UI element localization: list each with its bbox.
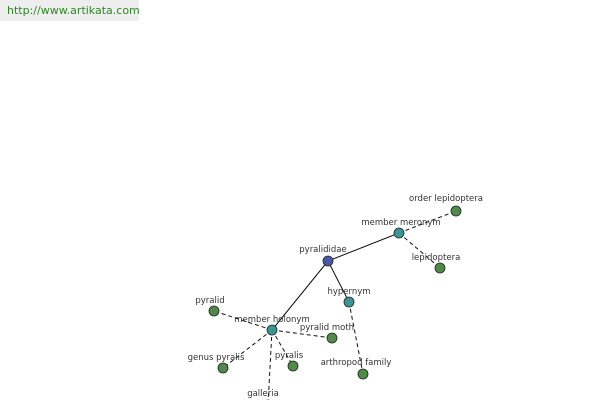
node-lepidoptera[interactable]: lepidoptera (412, 253, 461, 274)
node-hypernym[interactable]: hypernym (327, 287, 371, 308)
node-order-lepidoptera[interactable]: order lepidoptera (409, 194, 483, 217)
node-marker-genus-pyralis[interactable] (217, 362, 229, 374)
edge-hypernym-to-arthropod-family (348, 301, 364, 375)
edge-pyralididae-to-member-holonym (271, 260, 329, 331)
node-arthropod-family[interactable]: arthropod family (321, 358, 392, 380)
edge-member-holonym-to-galleria (267, 329, 273, 400)
node-label-genus-pyralis: genus pyralis (188, 353, 245, 363)
node-label-order-lepidoptera: order lepidoptera (409, 194, 483, 204)
node-label-member-holonym: member holonym (234, 315, 309, 325)
node-label-member-meronym: member meronym (361, 218, 440, 228)
edge-member-holonym-to-pyralid-moth (271, 329, 333, 339)
edges-layer (213, 210, 457, 400)
node-marker-lepidoptera[interactable] (434, 262, 446, 274)
node-marker-pyralid[interactable] (208, 305, 220, 317)
node-marker-pyralididae[interactable] (322, 255, 334, 267)
node-marker-member-holonym[interactable] (266, 324, 278, 336)
node-pyralididae[interactable]: pyralididae (299, 245, 347, 267)
node-label-pyralid: pyralid (195, 296, 224, 306)
node-marker-pyralis[interactable] (287, 360, 299, 372)
edge-member-holonym-to-genus-pyralis (222, 329, 273, 369)
node-member-holonym[interactable]: member holonym (234, 315, 310, 336)
nodes-layer: pyralididae member meronym hypernym member … (188, 194, 483, 400)
node-marker-pyralid-moth[interactable] (326, 332, 338, 344)
node-galleria[interactable]: galleria (247, 389, 279, 400)
node-pyralis[interactable]: pyralis (275, 351, 304, 372)
node-label-lepidoptera: lepidoptera (412, 253, 461, 263)
edge-member-meronym-to-order-lepidoptera (398, 210, 457, 234)
node-label-pyralididae: pyralididae (299, 245, 346, 255)
node-label-arthropod-family: arthropod family (321, 358, 392, 368)
node-label-galleria: galleria (247, 389, 279, 399)
edge-member-meronym-to-lepidoptera (398, 232, 441, 269)
source-url-banner[interactable]: http://www.artikata.com (0, 0, 140, 21)
node-marker-hypernym[interactable] (343, 296, 355, 308)
node-genus-pyralis[interactable]: genus pyralis (188, 353, 245, 374)
node-pyralid-moth[interactable]: pyralid moth (300, 323, 354, 344)
node-label-pyralid-moth: pyralid moth (300, 323, 354, 333)
node-marker-arthropod-family[interactable] (357, 368, 369, 380)
node-label-pyralis: pyralis (275, 351, 304, 361)
node-pyralid[interactable]: pyralid (195, 296, 225, 317)
node-marker-member-meronym[interactable] (393, 227, 405, 239)
edge-pyralididae-to-member-meronym (327, 232, 400, 262)
edge-member-holonym-to-pyralid (213, 310, 273, 331)
node-marker-order-lepidoptera[interactable] (450, 205, 462, 217)
edge-pyralididae-to-hypernym (327, 260, 350, 303)
node-member-meronym[interactable]: member meronym (361, 218, 441, 239)
node-label-hypernym: hypernym (327, 287, 370, 297)
